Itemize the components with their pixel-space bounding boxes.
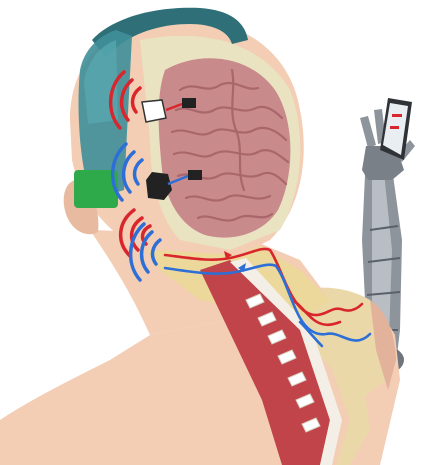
brain	[159, 58, 291, 237]
